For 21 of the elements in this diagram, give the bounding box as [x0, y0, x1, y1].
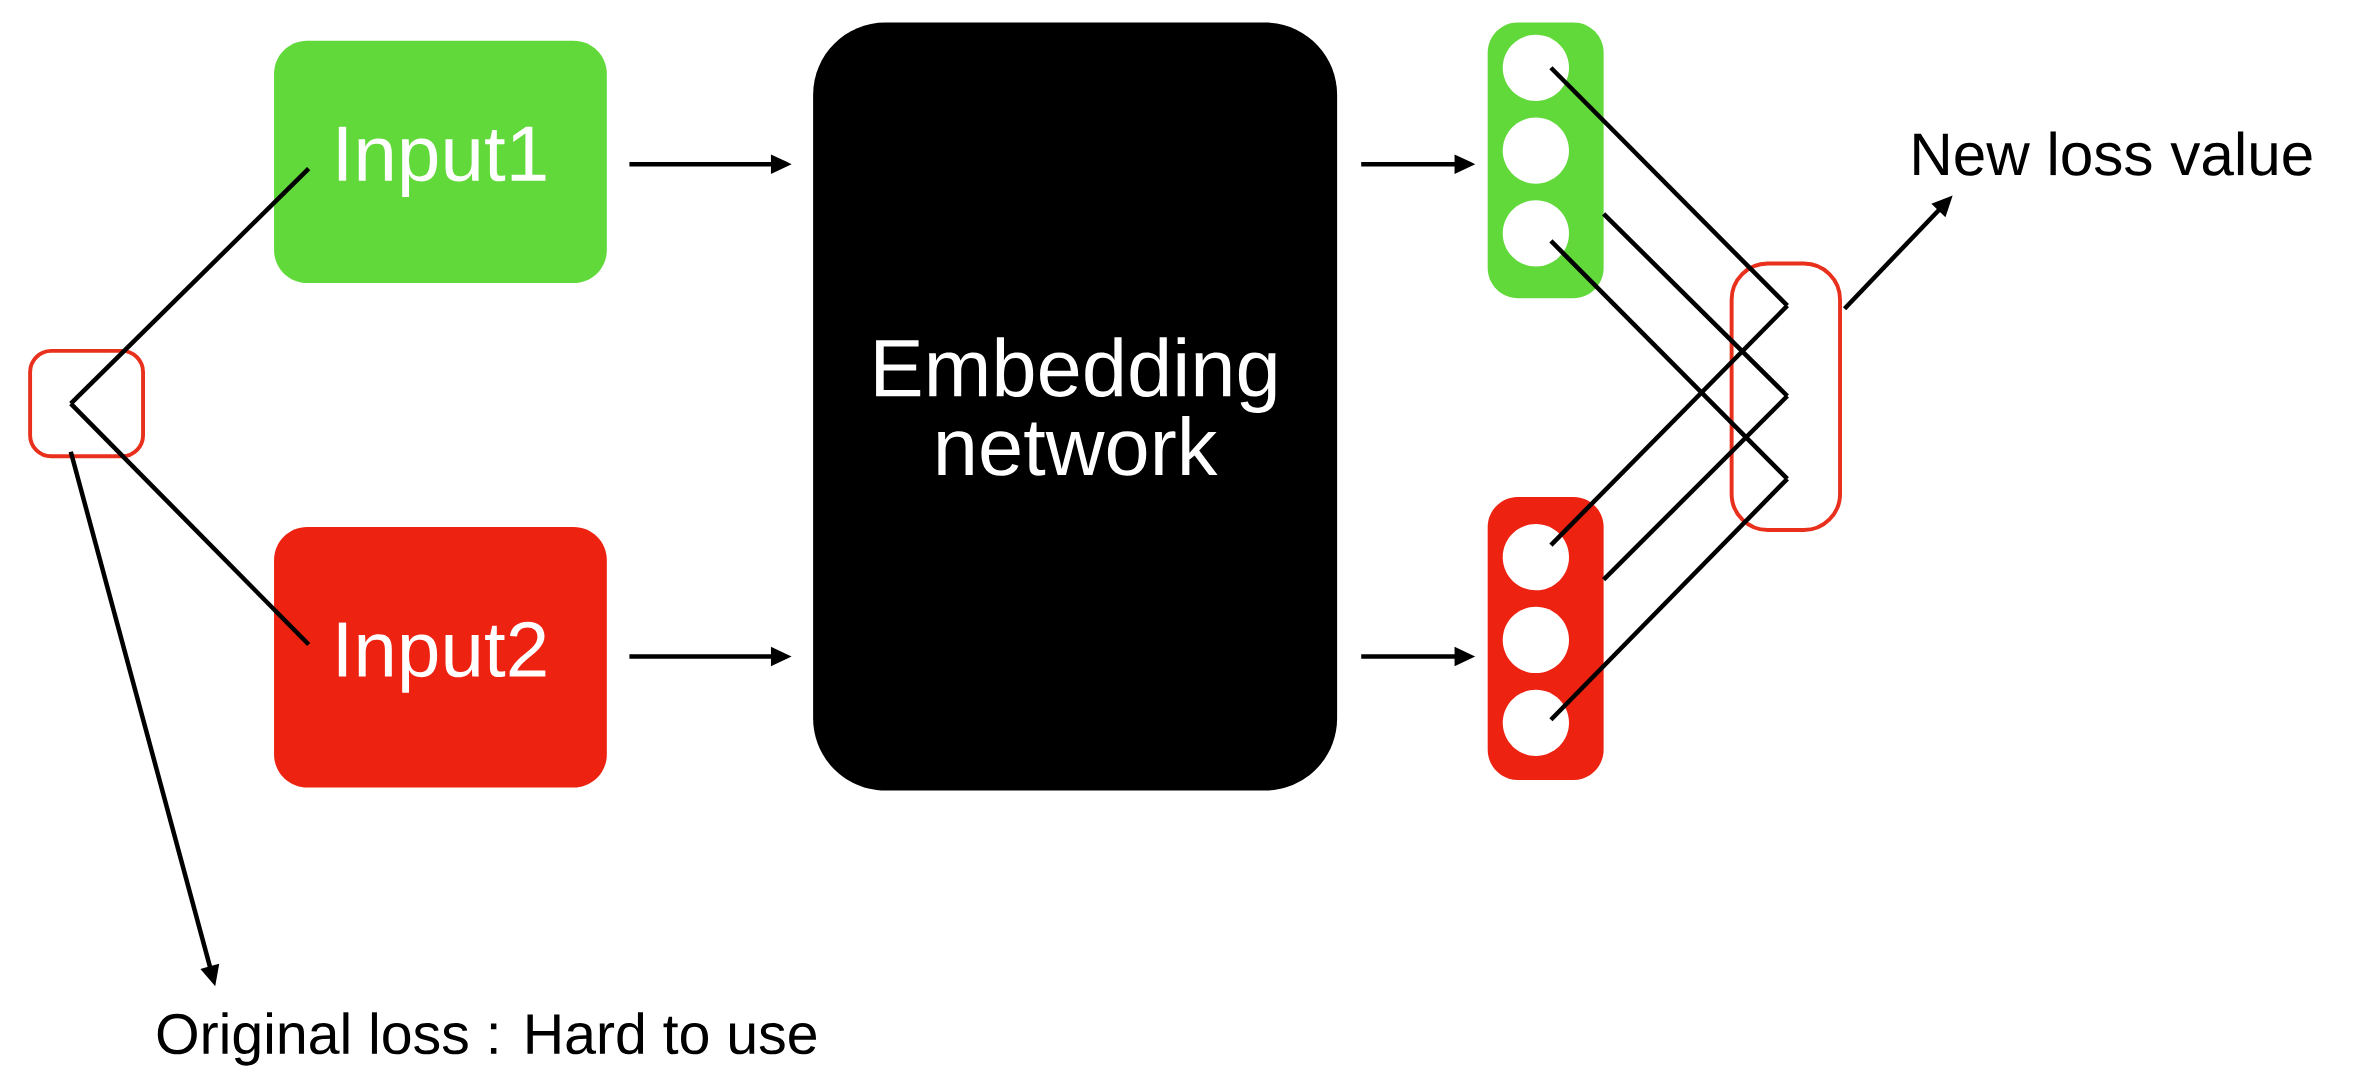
outline-box	[1729, 261, 1842, 533]
connector-line	[69, 167, 311, 406]
input-box: Input1	[274, 40, 607, 284]
outline-box	[28, 349, 145, 459]
neuron-circle	[1502, 689, 1569, 757]
neuron-circle	[1502, 34, 1569, 102]
connector-line	[1602, 212, 1789, 398]
connector-line	[1549, 477, 1789, 722]
text-label: Original loss : Hard to use	[157, 1012, 816, 1066]
connector-line	[1549, 304, 1789, 547]
connector-line	[1602, 394, 1789, 582]
neuron-circle	[1502, 607, 1569, 674]
connector-line	[1549, 239, 1789, 481]
network-box: Embedding network	[813, 22, 1338, 791]
neuron-circle	[1502, 524, 1569, 591]
neuron-circle	[1502, 200, 1569, 267]
connector-line	[1549, 66, 1789, 308]
input-box: Input2	[274, 527, 607, 788]
connector-line	[69, 402, 311, 647]
neuron-circle	[1502, 117, 1569, 184]
text-label: New loss value	[1914, 131, 2312, 176]
